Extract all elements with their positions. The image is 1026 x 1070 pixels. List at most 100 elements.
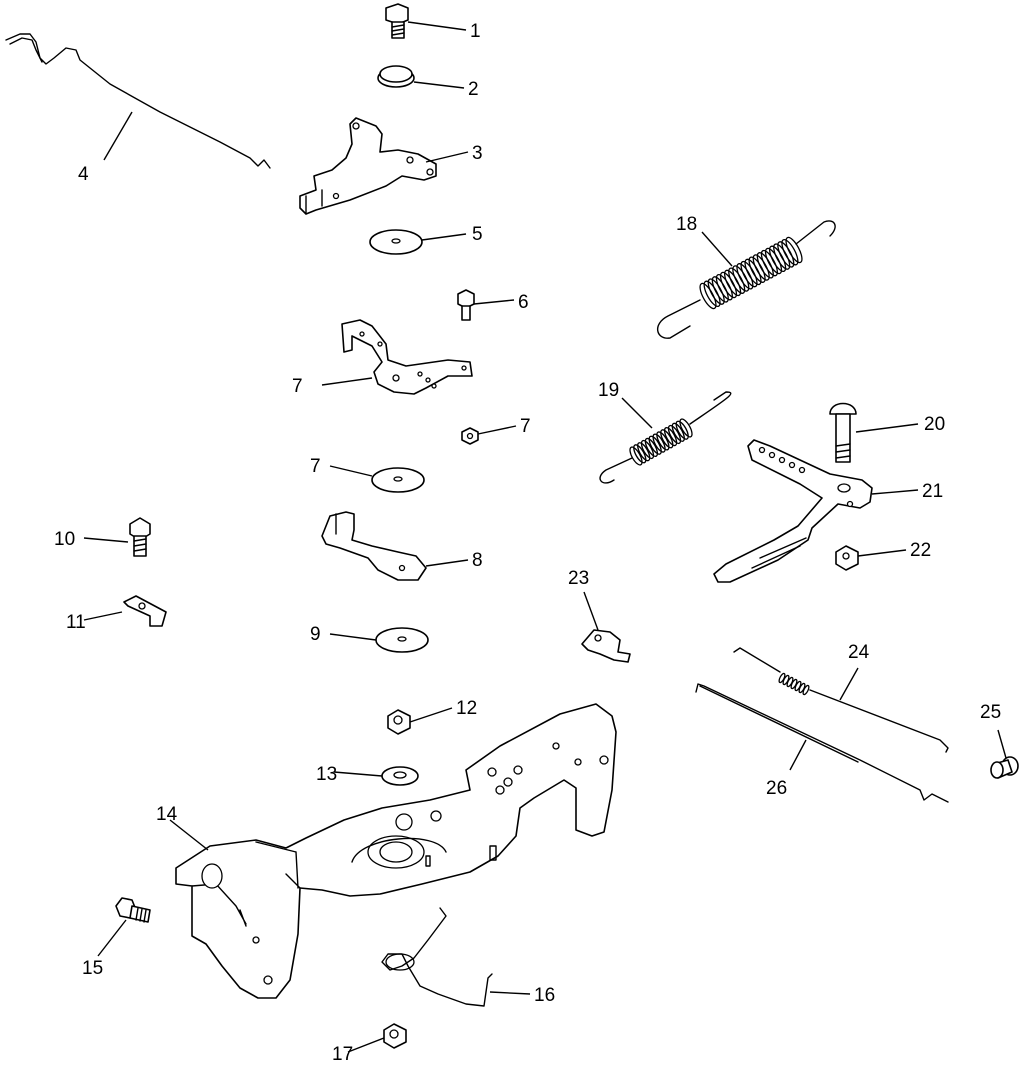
callout-14: 4: [78, 164, 89, 185]
part-13-lever: [341, 319, 473, 395]
callout-15: 3: [472, 143, 483, 164]
part-4-control-bracket: [175, 703, 617, 999]
leader-1: [347, 1037, 385, 1053]
leader-9: [83, 611, 123, 621]
spring-coil-loop: [633, 444, 647, 464]
part-2-torsion-spring: [381, 907, 493, 1007]
spring-coil-loop: [711, 276, 729, 303]
leader-10: [83, 537, 129, 543]
spring-coil-loop: [744, 258, 762, 286]
part-14-link-rod: [5, 33, 271, 169]
spring-coil-loop: [663, 427, 678, 447]
part-9-clip: [123, 595, 167, 627]
part-17-bolt: [385, 3, 409, 39]
callout-7-top: 5: [472, 224, 483, 245]
part-7-washer-middle: [371, 467, 425, 493]
spring-coil-loop: [660, 429, 674, 449]
callout-13: 7: [292, 376, 303, 397]
spring-coil-loop: [752, 254, 770, 281]
part-26-rod: [695, 683, 949, 803]
leader-18: [701, 231, 733, 267]
callout-18: 18: [676, 214, 697, 235]
callout-7-middle: 7: [310, 456, 321, 477]
spring-coil-loop: [802, 684, 810, 696]
spring-coil-loop: [637, 442, 651, 462]
leader-7a: [421, 233, 467, 241]
leader-20: [855, 423, 919, 433]
callout-9: 11: [66, 612, 86, 633]
leader-14: [103, 111, 133, 161]
spring-coil-loop: [629, 446, 643, 466]
spring-coil-loop: [781, 238, 799, 266]
spring-coil-loop: [777, 241, 795, 268]
callout-12: 6: [518, 292, 529, 313]
callout-24: 24: [848, 642, 870, 663]
spring-coil-loop: [785, 236, 803, 264]
spring-coil-loop: [703, 280, 721, 308]
part-25-bushing: [990, 756, 1019, 779]
part-22-nut: [835, 545, 859, 571]
callout-1: 17: [332, 1044, 353, 1065]
leader-lines: [83, 21, 1007, 1053]
leader-6: [409, 707, 453, 723]
spring-coil-loop: [748, 256, 766, 283]
leader-21: [871, 489, 919, 495]
leader-7c: [329, 633, 377, 641]
spring-coil-loop: [740, 260, 758, 288]
callout-23: 23: [568, 568, 589, 589]
spring-coil-loop: [656, 431, 670, 451]
spring-coil-loop: [715, 273, 733, 301]
leader-13: [321, 377, 373, 386]
spring-coil-loop: [699, 282, 717, 310]
spring-coil-loop: [728, 267, 746, 294]
leader-4: [169, 819, 209, 851]
callout-21: 21: [922, 481, 943, 502]
part-21-bracket-arm: [713, 439, 873, 583]
leader-8: [425, 559, 469, 567]
leader-7b: [329, 465, 373, 477]
part-15-bracket: [299, 117, 437, 215]
callout-8: 8: [472, 550, 483, 571]
callout-numbers: 1 2 3 4 5 6 7 7 7 8 9 10 11 12 13 14 15 …: [54, 21, 1001, 1065]
part-19-extension-spring: [599, 391, 732, 484]
callout-19: 19: [598, 380, 619, 401]
spring-coil-loop: [679, 418, 693, 438]
callout-4: 14: [156, 804, 178, 825]
callout-7-bottom: 9: [310, 624, 321, 645]
spring-coil-loop: [707, 278, 725, 305]
part-8-plate: [321, 511, 427, 581]
callout-20: 20: [924, 414, 945, 435]
callout-22: 22: [910, 540, 931, 561]
callout-26: 26: [766, 778, 787, 799]
leader-19: [621, 397, 653, 429]
spring-coil-loop: [652, 433, 666, 453]
spring-coil-loop: [732, 265, 750, 292]
part-7-washer-top: [369, 229, 423, 255]
part-16-washer: [377, 65, 415, 88]
leader-24: [839, 667, 859, 701]
part-1-nut: [383, 1023, 407, 1049]
part-6-nut: [387, 709, 411, 735]
callout-6: 12: [456, 698, 477, 719]
spring-coil-loop: [675, 420, 689, 440]
leader-16: [413, 81, 465, 89]
leader-2: [489, 991, 531, 995]
part-7-washer-bottom: [375, 627, 429, 653]
callout-16: 2: [468, 79, 479, 100]
callout-5: 13: [316, 764, 337, 785]
spring-coil-loop: [769, 245, 787, 273]
spring-coil-loop: [640, 439, 655, 460]
leader-17: [407, 21, 467, 31]
part-12-bolt: [457, 289, 475, 321]
spring-coil-loop: [773, 243, 791, 270]
spring-coil-loop: [648, 435, 662, 455]
leader-26: [789, 739, 807, 771]
part-5-washer: [381, 766, 419, 786]
leader-11: [477, 425, 517, 435]
callout-25: 25: [980, 702, 1001, 723]
callout-17: 1: [470, 21, 481, 42]
part-20-carriage-bolt: [829, 402, 857, 463]
spring-coil-loop: [667, 424, 682, 445]
part-3-bolt: [115, 897, 151, 923]
